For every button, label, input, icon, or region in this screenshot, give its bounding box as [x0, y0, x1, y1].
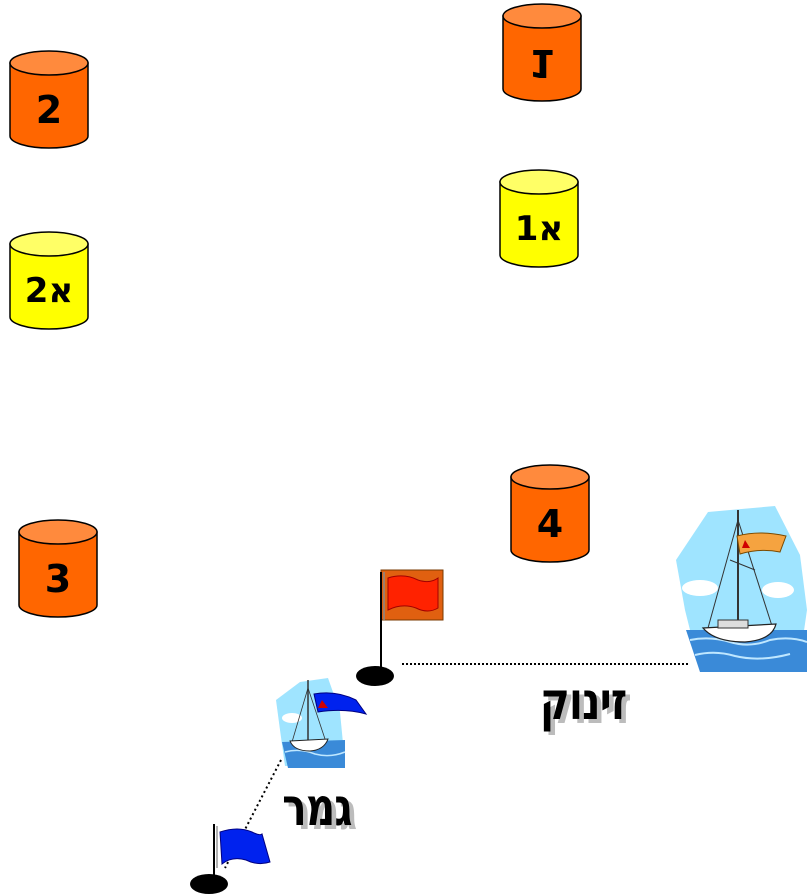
finish-sailboat-icon: [276, 678, 368, 768]
buoy-label: 4: [536, 502, 564, 546]
buoy-1: 1: [502, 2, 582, 102]
buoy-label: 1א: [514, 209, 564, 249]
cylinder-buoy-icon: [499, 169, 579, 268]
finish-mark-icon: [190, 874, 228, 894]
cylinder-buoy-icon: [9, 50, 89, 149]
cylinder-buoy-icon: [9, 231, 89, 330]
buoy-2a: 2א: [9, 230, 89, 330]
cylinder-buoy-icon: [502, 3, 582, 102]
cylinder-buoy-icon: [18, 519, 98, 618]
buoy-label: 2: [35, 88, 63, 132]
buoy-label: 2א: [24, 271, 74, 311]
start-flag-icon: [380, 569, 444, 668]
finish-flag-icon: [213, 824, 271, 876]
buoy-1a: 1א: [499, 168, 579, 268]
start-label: זינוק: [539, 672, 627, 732]
finish-label: גמר: [282, 778, 352, 838]
buoy-4: 4: [510, 463, 590, 563]
buoy-3: 3: [18, 518, 98, 618]
buoy-label: 3: [44, 557, 72, 601]
cylinder-buoy-icon: [510, 464, 590, 563]
buoy-2: 2: [9, 49, 89, 149]
start-sailboat-icon: [676, 506, 807, 672]
start-mark-icon: [356, 666, 394, 686]
